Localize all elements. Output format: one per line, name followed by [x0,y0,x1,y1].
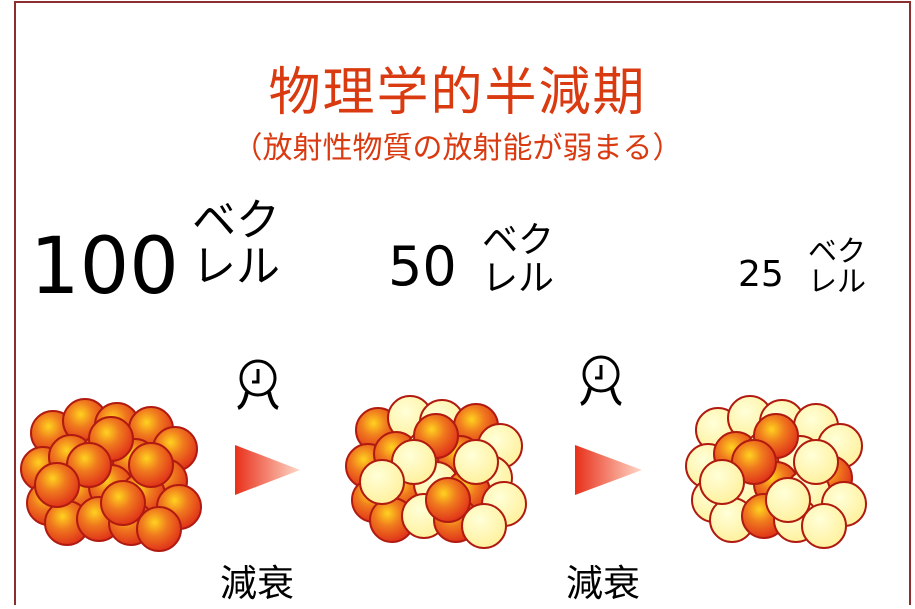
active-particle [128,442,174,488]
decayed-particle [765,477,811,523]
activity-unit-stage-1: ベク レル [192,195,280,293]
active-particle [100,480,146,526]
unit-line-2: レル [482,257,555,299]
decayed-particle [453,439,499,485]
decayed-particle [699,459,745,505]
activity-unit-stage-2: ベク レル [482,222,554,298]
clock-icon [237,359,279,410]
active-particle [425,477,471,523]
unit-line-1: ベク [482,220,555,261]
page-title: 物理学的半減期 [268,63,647,123]
page-subtitle: （放射性物質の放射能が弱まる） [232,131,683,166]
decay-label-1: 減衰 [220,562,294,605]
unit-line-1: ベク [192,195,280,246]
decayed-particle [461,503,507,549]
atom-cluster-stage-1 [20,398,202,552]
activity-unit-stage-3: ベク レル [808,236,866,297]
unit-line-2: レル [192,241,280,293]
activity-value-stage-2: 50 [388,235,457,298]
unit-line-2: レル [808,264,867,299]
arrow-right-icon [235,445,300,495]
atom-cluster-stage-3 [685,395,867,549]
atom-cluster-stage-2 [345,395,527,549]
decayed-particle [793,439,839,485]
unit-line-1: ベク [808,234,867,268]
arrow-right-icon [575,445,642,495]
activity-value-stage-3: 25 [738,254,784,295]
active-particle [34,462,80,508]
active-particle [136,506,182,552]
decayed-particle [359,459,405,505]
clock-icon [580,355,622,406]
decayed-particle [801,503,847,549]
activity-value-stage-1: 100 [30,222,179,312]
decay-label-2: 減衰 [566,562,640,605]
